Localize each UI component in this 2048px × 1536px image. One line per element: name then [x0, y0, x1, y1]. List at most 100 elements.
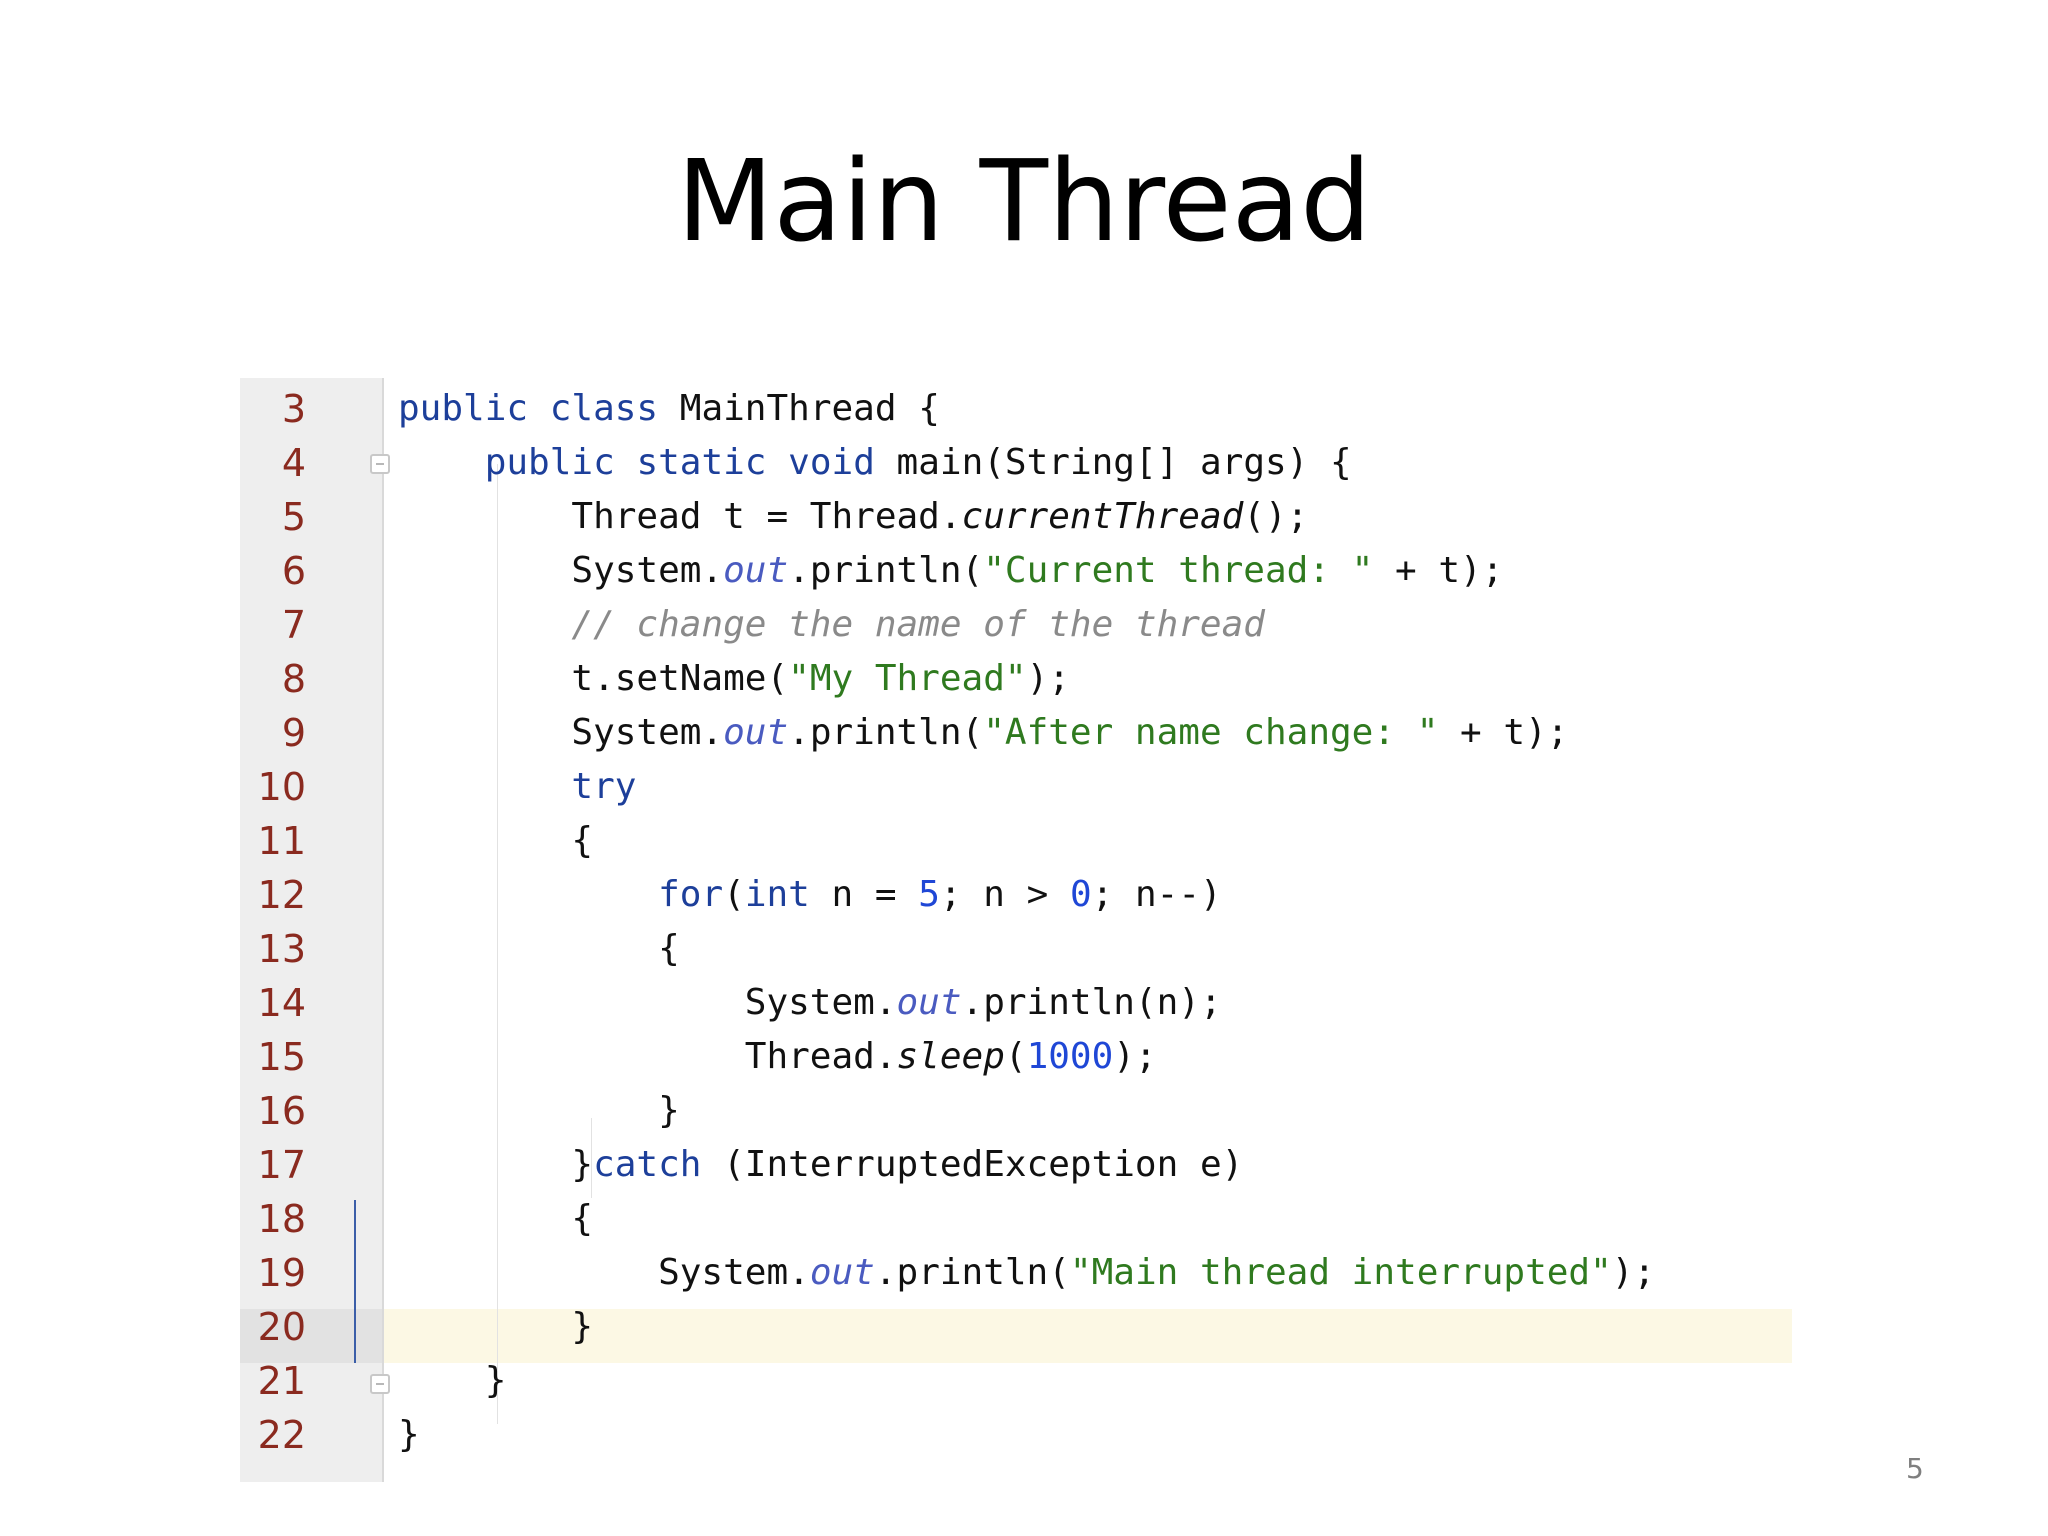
code-token: {: [398, 820, 594, 861]
current-line-gutter-highlight: [240, 1309, 382, 1363]
code-line[interactable]: 17 }catch (InterruptedException e): [240, 1138, 1792, 1192]
code-text: // change the name of the thread: [398, 598, 1265, 652]
code-token: );: [1113, 1036, 1157, 1077]
code-line[interactable]: 5 Thread t = Thread.currentThread();: [240, 490, 1792, 544]
code-token: .println(: [788, 550, 984, 591]
code-token: public: [398, 388, 529, 429]
code-token: main(String[] args) {: [874, 442, 1352, 483]
code-line[interactable]: 19 System.out.println("Main thread inter…: [240, 1246, 1792, 1300]
code-token: .println(: [874, 1252, 1070, 1293]
code-text: try: [398, 760, 636, 814]
code-token: 5: [918, 874, 940, 915]
code-token: [766, 442, 788, 483]
code-text: System.out.println(n);: [398, 976, 1222, 1030]
indent-guide: [591, 1118, 592, 1198]
line-number: 3: [281, 387, 306, 431]
code-text: public static void main(String[] args) {: [398, 436, 1352, 490]
code-line[interactable]: 14 System.out.println(n);: [240, 976, 1792, 1030]
code-line[interactable]: 16 }: [240, 1084, 1792, 1138]
code-token: }: [398, 1360, 507, 1401]
line-number: 18: [257, 1197, 306, 1241]
fold-end-icon[interactable]: [370, 1374, 390, 1394]
line-number: 15: [257, 1035, 306, 1079]
code-token: Thread t = Thread.: [398, 496, 962, 537]
line-number: 17: [257, 1143, 306, 1187]
code-line[interactable]: 3 public class MainThread {: [240, 382, 1792, 436]
code-text: Thread.sleep(1000);: [398, 1030, 1157, 1084]
code-token: System.: [398, 550, 724, 591]
current-line-highlight: [384, 1309, 1792, 1363]
code-token: (: [1004, 1036, 1027, 1077]
line-number: 11: [257, 819, 306, 863]
code-line[interactable]: 11 {: [240, 814, 1792, 868]
code-text: public class MainThread {: [398, 382, 940, 436]
code-text: }: [398, 1084, 680, 1138]
code-token: ; n--): [1091, 874, 1222, 915]
code-editor: 3 public class MainThread {4 public stati…: [240, 378, 1792, 1482]
line-number: 10: [257, 765, 306, 809]
code-token: Thread.: [398, 1036, 897, 1077]
code-token: (: [723, 874, 745, 915]
line-number: 5: [281, 495, 306, 539]
code-line[interactable]: 15 Thread.sleep(1000);: [240, 1030, 1792, 1084]
code-line[interactable]: 18 {: [240, 1192, 1792, 1246]
code-token: 0: [1069, 874, 1092, 915]
code-token: currentThread: [961, 496, 1244, 537]
code-line[interactable]: 13 {: [240, 922, 1792, 976]
line-number: 22: [257, 1413, 306, 1457]
code-token: public: [484, 442, 615, 483]
code-token: + t);: [1373, 550, 1504, 591]
code-token: [398, 874, 658, 915]
code-token: [615, 442, 637, 483]
code-token: {: [398, 928, 680, 969]
code-token: MainThread {: [658, 388, 940, 429]
code-token: "After name change: ": [983, 712, 1439, 753]
code-token: [398, 766, 571, 807]
code-line[interactable]: 6 System.out.println("Current thread: " …: [240, 544, 1792, 598]
code-token: out: [723, 712, 789, 753]
code-token: ; n >: [939, 874, 1070, 915]
code-line[interactable]: 7 // change the name of the thread: [240, 598, 1792, 652]
code-token: catch: [593, 1144, 702, 1185]
code-token: 1000: [1026, 1036, 1114, 1077]
code-token: }: [398, 1414, 420, 1455]
line-number: 14: [257, 981, 306, 1025]
code-line[interactable]: 21 }: [240, 1354, 1792, 1408]
code-text: {: [398, 1192, 593, 1246]
code-token: .println(n);: [961, 982, 1222, 1023]
code-token: [528, 388, 550, 429]
line-number-gutter: [240, 378, 382, 1482]
code-token: // change the name of the thread: [571, 604, 1265, 645]
code-token: ();: [1243, 496, 1309, 537]
code-text: {: [398, 922, 680, 976]
slide-title: Main Thread: [676, 137, 1372, 267]
code-line[interactable]: 22}: [240, 1408, 1792, 1462]
line-number: 9: [281, 711, 306, 755]
code-token: try: [571, 766, 637, 807]
line-number: 8: [281, 657, 306, 701]
code-text: }: [398, 1408, 420, 1462]
code-token: static: [636, 442, 767, 483]
code-line[interactable]: 4 public static void main(String[] args)…: [240, 436, 1792, 490]
code-line[interactable]: 20 }: [240, 1300, 1792, 1354]
code-token: int: [744, 874, 810, 915]
code-token: .println(: [788, 712, 984, 753]
code-line[interactable]: 12 for(int n = 5; n > 0; n--): [240, 868, 1792, 922]
scope-indicator-bar: [354, 1200, 356, 1363]
code-line[interactable]: 10 try: [240, 760, 1792, 814]
line-number: 20: [257, 1305, 306, 1349]
line-number: 6: [281, 549, 306, 593]
code-token: "Main thread interrupted": [1069, 1252, 1612, 1293]
code-line[interactable]: 8 t.setName("My Thread");: [240, 652, 1792, 706]
code-text: }: [398, 1300, 593, 1354]
code-token: [398, 442, 485, 483]
code-text: System.out.println("Main thread interrup…: [398, 1246, 1655, 1300]
fold-collapse-icon[interactable]: [370, 454, 390, 474]
code-text: }: [398, 1354, 507, 1408]
line-number: 16: [257, 1089, 306, 1133]
code-line[interactable]: 9 System.out.println("After name change:…: [240, 706, 1792, 760]
code-text: }catch (InterruptedException e): [398, 1138, 1243, 1192]
code-token: System.: [398, 712, 724, 753]
code-token: }: [398, 1144, 594, 1185]
code-token: out: [896, 982, 962, 1023]
